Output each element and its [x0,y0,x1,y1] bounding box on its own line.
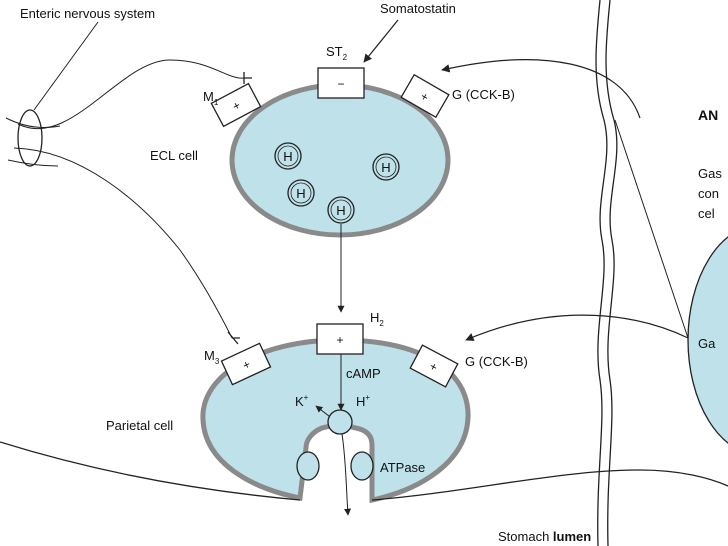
histamine-granule: H [274,142,302,170]
histamine-granule: H [287,179,315,207]
nerve-fiber-to-m1 [17,59,245,130]
enteric-pointer-line [33,21,99,111]
m3-receptor: + [220,342,272,386]
m1-receptor: + [210,82,262,128]
svg-text:H: H [283,149,292,164]
nerve-fiber-to-m3 [13,147,233,339]
parietal-label: Parietal cell [106,418,173,433]
somatostatin-arrow [363,19,399,63]
m1-label: M1 [203,89,219,107]
nerve-bundle [17,109,43,167]
histamine-granule: H [327,196,355,224]
svg-text:H: H [336,203,345,218]
g-receptor-top: + [400,73,450,119]
g-cell-line [614,119,689,339]
svg-text:H: H [381,160,390,175]
h2-receptor: + [316,323,364,355]
acid-secretion-arrow [341,433,352,516]
m1-synapse [243,72,252,84]
proton-pump [327,409,353,435]
m3-label: M3 [204,348,220,366]
lumen-label: Stomach lumen [498,529,591,544]
g-bottom-label: G (CCK-B) [465,354,528,369]
h2-sign: + [336,333,343,347]
svg-text:H: H [296,186,305,201]
gastrin-to-ecl-arrow [441,59,641,119]
atpase-label: ATPase [380,460,425,475]
g-cell [687,236,728,444]
atpase-left [296,451,320,481]
g-cell-label-2: con [698,186,719,201]
g-cell-label-3: cel [698,206,715,221]
gastrin-to-parietal-arrow [465,314,689,341]
g-cell-label-1: Gas [698,166,722,181]
somatostatin-label: Somatostatin [380,1,456,16]
enteric-label: Enteric nervous system [20,6,155,21]
nerve-fiber-upper [5,117,61,129]
atpase-right [350,451,374,481]
h2-label: H2 [370,310,384,328]
k-label: K+ [295,393,309,409]
stomach-wall [0,441,728,501]
h-label: H+ [356,393,370,409]
st2-label: ST2 [326,44,348,62]
tissue-boundary-right [605,0,618,546]
an-label: AN [698,107,718,123]
g-cell-gastrin-label: Ga [698,336,716,351]
ecl-label: ECL cell [150,148,198,163]
st2-receptor: − [317,67,365,99]
st2-sign: − [337,77,344,91]
g-receptor-bottom: + [409,344,459,388]
camp-label: cAMP [346,366,381,381]
g-top-label: G (CCK-B) [452,87,515,102]
histamine-granule: H [372,153,400,181]
nerve-fiber-lower [7,159,59,167]
m3-synapse [227,331,240,345]
tissue-boundary-left [595,0,608,546]
